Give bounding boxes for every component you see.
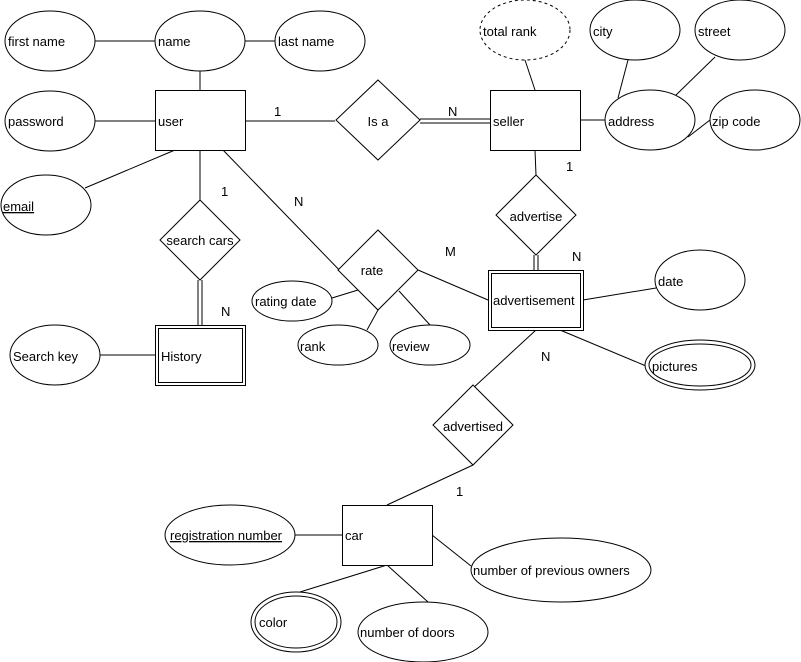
attribute-rank-label: rank [300,339,326,354]
relationship-rate-label: rate [361,263,383,278]
relationship-is-a[interactable]: Is a [335,79,421,161]
line-rank-rate [366,309,379,331]
line-advertised-car [386,464,474,506]
line-seller-advertise [534,149,537,176]
attribute-city[interactable]: city [589,0,681,61]
attribute-number-of-previous-owners-label: number of previous owners [473,563,630,578]
attribute-number-of-previous-owners[interactable]: number of previous owners [470,537,652,603]
attribute-number-of-doors-label: number of doors [360,625,455,640]
attribute-password-label: password [8,114,64,129]
cardinality-user-search: 1 [221,184,228,199]
relationship-rate[interactable]: rate [337,229,419,311]
attribute-city-label: city [593,24,613,39]
attribute-first-name-label: first name [8,34,65,49]
attribute-pictures-label: pictures [652,359,698,374]
line-street-address [674,56,716,97]
attribute-color[interactable]: color [250,591,342,653]
line-zip-address [687,119,711,138]
cardinality-seller-advertise: 1 [566,159,573,174]
attribute-address-label: address [608,114,655,129]
cardinality-user-rate: N [294,194,303,209]
attribute-name-label: name [158,34,191,49]
relationship-advertised-label: advertised [443,419,503,434]
attribute-review-label: review [392,339,430,354]
attribute-search-key[interactable]: Search key [9,324,101,386]
relationship-advertise-label: advertise [510,209,563,224]
entity-seller-label: seller [493,114,525,129]
entity-car[interactable]: car [342,505,433,566]
attribute-registration-number-label: registration number [170,528,283,543]
connectors [84,40,716,603]
attribute-total-rank-label: total rank [483,24,537,39]
relationship-advertised[interactable]: advertised [432,384,514,466]
cardinality-advertisement-advertise: N [572,249,581,264]
line-total-rank-seller [524,59,536,91]
relationship-advertise[interactable]: advertise [495,174,577,256]
attribute-registration-number[interactable]: registration number [164,504,296,566]
line-rating-date-rate [331,289,359,299]
attribute-search-key-label: Search key [13,349,79,364]
attribute-email[interactable]: email [0,174,92,236]
attribute-name[interactable]: name [154,10,246,72]
attribute-rating-date-label: rating date [255,294,316,309]
cardinality-user-is-a: 1 [274,104,281,119]
entity-user-label: user [158,114,184,129]
cardinality-advertisement-rate: M [445,244,456,259]
attribute-password[interactable]: password [4,90,96,152]
line-rate-advertisement [417,269,489,301]
cardinality-history-search: N [221,304,230,319]
relationship-is-a-label: Is a [368,114,390,129]
cardinality-advertisement-advertised: N [541,349,550,364]
entity-seller[interactable]: seller [490,90,581,151]
attribute-zip-code-label: zip code [712,114,760,129]
attribute-date[interactable]: date [654,249,746,311]
attribute-review[interactable]: review [389,324,471,366]
line-advertisement-date [582,287,657,301]
attribute-rank[interactable]: rank [297,324,379,366]
line-city-address [617,59,629,99]
attribute-zip-code[interactable]: zip code [709,89,801,151]
line-car-doors [386,564,429,603]
entity-history[interactable]: History [155,325,246,386]
entity-car-label: car [345,528,364,543]
attribute-date-label: date [658,274,683,289]
attribute-pictures[interactable]: pictures [644,339,756,391]
entity-history-label: History [161,349,202,364]
attribute-number-of-doors[interactable]: number of doors [357,601,489,662]
attribute-total-rank[interactable]: total rank [479,0,571,61]
line-review-rate [398,290,431,326]
attribute-address[interactable]: address [604,89,696,151]
cardinality-seller-is-a: N [448,104,457,119]
attribute-last-name-label: last name [278,34,334,49]
attribute-first-name[interactable]: first name [4,10,96,72]
line-email-user [84,149,176,189]
attribute-color-label: color [259,615,288,630]
attribute-last-name[interactable]: last name [274,10,366,72]
entity-user[interactable]: user [155,90,246,151]
attribute-street-label: street [698,24,731,39]
line-car-owners [431,534,472,567]
line-car-color [299,564,388,593]
cardinality-labels: 1 N 1 N N M 1 N N 1 [221,104,581,499]
attribute-street[interactable]: street [694,0,786,61]
line-advertisement-pictures [559,329,647,367]
attribute-email-label: email [3,199,34,214]
cardinality-car-advertised: 1 [456,484,463,499]
attribute-rating-date[interactable]: rating date [251,280,333,322]
entity-advertisement[interactable]: advertisement [488,270,584,331]
relationship-search-cars[interactable]: search cars [159,199,241,281]
entity-advertisement-label: advertisement [493,293,575,308]
relationship-search-cars-label: search cars [166,233,234,248]
